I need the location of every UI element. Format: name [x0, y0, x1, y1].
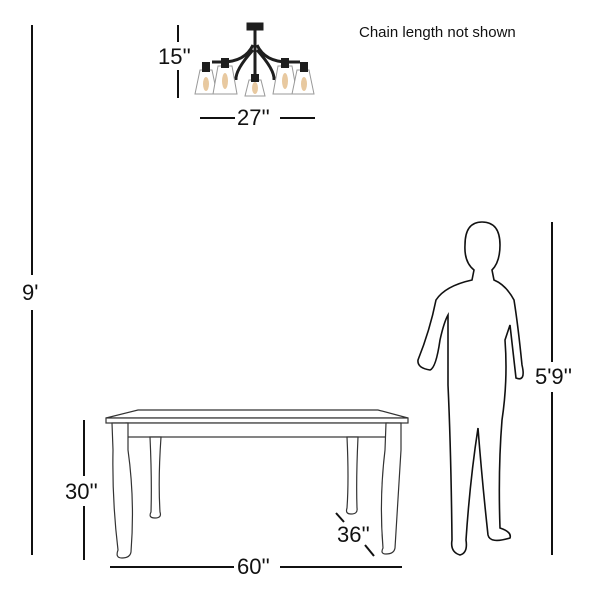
- table-length-label: 60'': [237, 554, 270, 579]
- table-depth-line: [364, 544, 375, 557]
- person-height-label: 5'9'': [535, 364, 573, 389]
- chandelier: [194, 22, 315, 97]
- person-silhouette: [417, 221, 524, 556]
- chain-length-note: Chain length not shown: [359, 24, 516, 41]
- table-depth-label: 36'': [337, 522, 370, 547]
- table-height-label: 30'': [65, 479, 98, 504]
- table-depth-line: [335, 512, 345, 523]
- dining-table: [105, 409, 409, 559]
- fixture-height-label: 15'': [158, 44, 191, 69]
- ceiling-height-label: 9': [22, 280, 39, 305]
- fixture-width-label: 27'': [237, 105, 270, 130]
